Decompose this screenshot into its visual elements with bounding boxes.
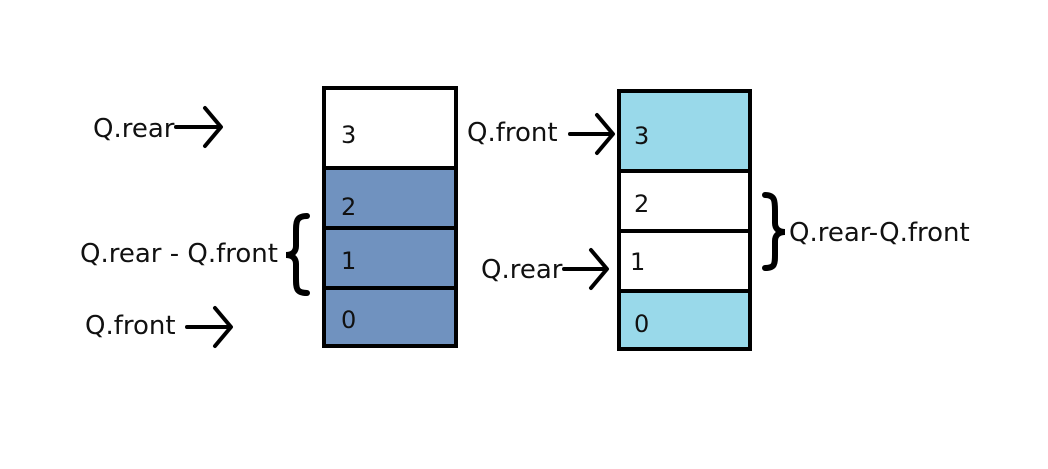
right-brace-icon — [762, 192, 786, 271]
right-rear-arrow-icon — [562, 248, 609, 290]
right-front-arrow-icon — [568, 113, 615, 155]
left-cell-2-label: 2 — [341, 193, 356, 221]
left-cell-0-label: 0 — [341, 306, 356, 334]
right-cell-2 — [617, 169, 752, 233]
right-cell-2-label: 2 — [634, 190, 649, 218]
left-rear-label: Q.rear — [93, 114, 175, 144]
left-front-label: Q.front — [85, 311, 176, 341]
right-queue: 3 2 1 0 — [617, 89, 752, 351]
left-cell-3-label: 3 — [341, 121, 356, 149]
right-cell-1-label: 1 — [630, 248, 645, 276]
right-rear-label: Q.rear — [481, 255, 563, 285]
left-queue: 3 2 1 0 — [322, 86, 458, 348]
left-front-arrow-icon — [185, 306, 233, 348]
left-brace-icon — [285, 213, 310, 296]
right-cell-3-label: 3 — [634, 122, 649, 150]
left-cell-0 — [322, 286, 458, 348]
left-cell-1-label: 1 — [341, 247, 356, 275]
left-brace-label: Q.rear - Q.front — [80, 239, 278, 269]
right-brace-label: Q.rear-Q.front — [789, 218, 970, 248]
right-cell-0-label: 0 — [634, 310, 649, 338]
right-front-label: Q.front — [467, 118, 558, 148]
right-cell-0 — [617, 289, 752, 351]
left-rear-arrow-icon — [174, 106, 223, 148]
